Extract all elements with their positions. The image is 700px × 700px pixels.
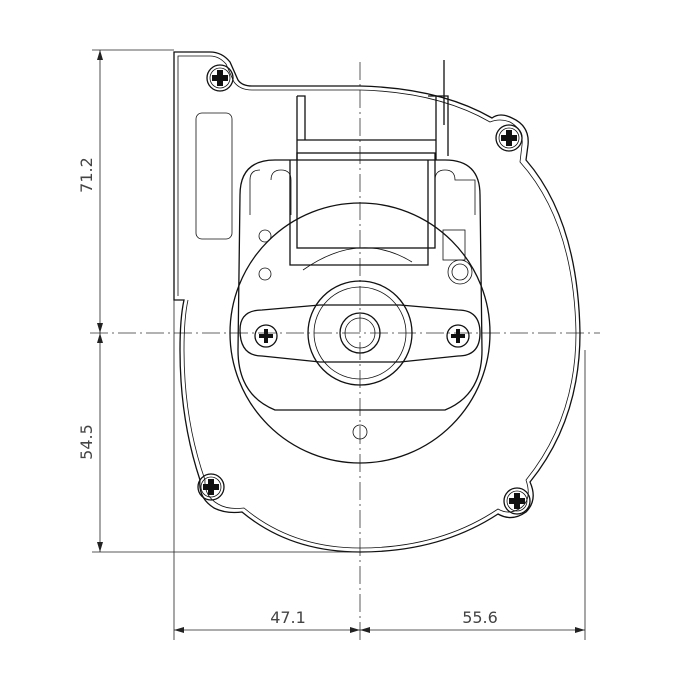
label-slot [195, 112, 233, 240]
screw-icon [503, 487, 531, 515]
dimension-label-left-width: 47.1 [270, 608, 306, 627]
dimension-label-right-width: 55.6 [462, 608, 498, 627]
housing-outline [173, 51, 581, 553]
mounting-arm [239, 304, 481, 363]
dimension-label-top-height: 71.2 [77, 157, 96, 193]
screw-icon [206, 64, 234, 92]
dimension-lines [92, 49, 586, 640]
motor-assembly [229, 60, 491, 464]
screw-icon [495, 124, 523, 152]
screw-icon [197, 473, 225, 501]
screws [197, 64, 531, 515]
dimension-label-bottom-height: 54.5 [77, 424, 96, 460]
